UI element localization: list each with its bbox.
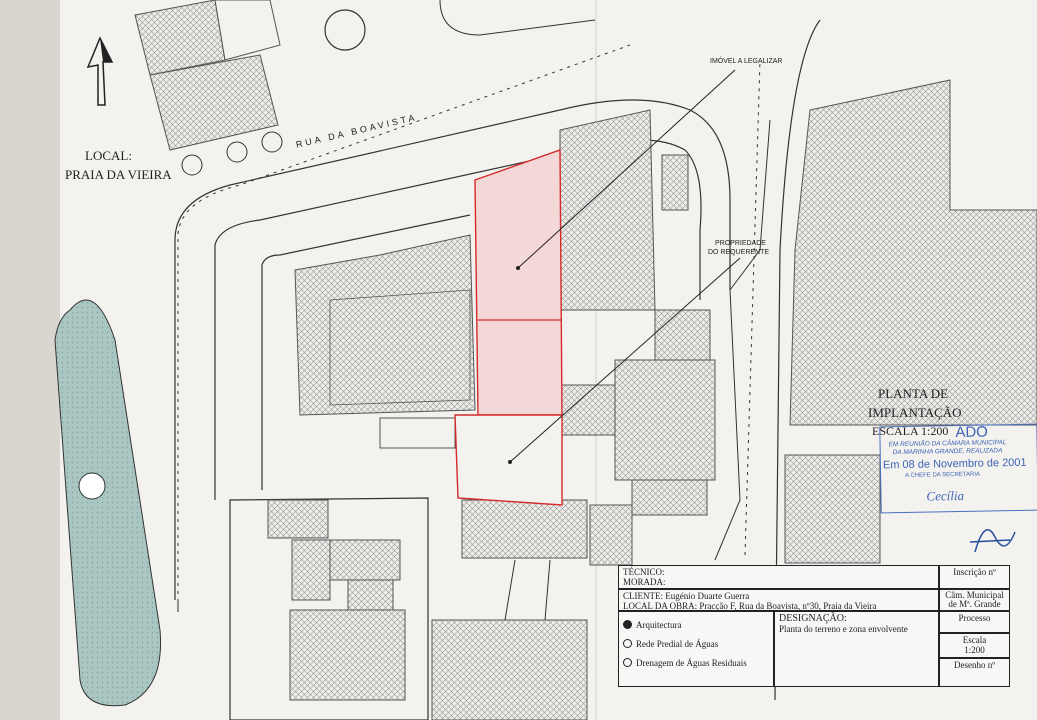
- right-road-curb: [714, 119, 771, 561]
- radio-empty-icon: [623, 639, 632, 648]
- checkbox-drenagem[interactable]: Drenagem de Águas Residuais: [623, 658, 769, 668]
- tecnico-cell: TÉCNICO: MORADA:: [619, 566, 939, 589]
- block-top-left: [134, 0, 281, 151]
- checkbox-label: Drenagem de Águas Residuais: [636, 658, 747, 668]
- escala-label: Escala: [962, 635, 987, 645]
- central-block: [294, 109, 716, 566]
- checkbox-label: Arquitectura: [636, 620, 682, 630]
- leader-line-1: [517, 69, 736, 269]
- checkbox-label: Rede Predial de Águas: [636, 639, 719, 649]
- leader-line-2: [509, 257, 741, 463]
- tree-3: [261, 131, 283, 153]
- paper-fold: [595, 0, 597, 720]
- location-value: PRAIA DA VIEIRA: [65, 167, 172, 182]
- plan-scale: ESCALA 1:200: [872, 424, 949, 438]
- desenho-label: Desenho nº: [953, 660, 996, 670]
- street-outer: [174, 99, 731, 600]
- roundabout: [324, 9, 366, 51]
- designacao-value: Planta do terreno e zona envolvente: [779, 624, 908, 634]
- tecnico-label: TÉCNICO:: [623, 567, 665, 577]
- stamp-line4: Em 08 de Novembro de 2001: [882, 456, 1027, 472]
- camara-line2: de Mª. Grande: [948, 599, 1001, 609]
- escala-cell: Escala 1:200: [939, 633, 1009, 658]
- tree-1: [181, 154, 203, 176]
- client-value: CLIENTE: Eugénio Duarte Guerra: [623, 591, 750, 601]
- radio-filled-icon: [623, 620, 632, 629]
- work-location-value: LOCAL DA OBRA: Pracção F, Rua da Boavist…: [623, 601, 877, 611]
- plan-title-line2: IMPLANTAÇÃO: [868, 405, 962, 420]
- annotation-property-to-legalize: IMÓVEL A LEGALIZAR: [710, 58, 783, 65]
- processo-label: Processo: [958, 613, 991, 623]
- bottom-block: [229, 497, 588, 720]
- camara-line1: Câm. Municipal: [945, 590, 1004, 600]
- camara-cell: Câm. Municipal de Mª. Grande: [939, 589, 1009, 611]
- stamp-line3: DA MARINHA GRANDE, REALIZADA: [892, 447, 1003, 457]
- stamp-line1: ADO: [955, 423, 989, 442]
- stamp-line5: A CHEFE DA SECRETARIA: [905, 471, 981, 479]
- street-dashed: [177, 44, 631, 610]
- north-arrow-icon: [86, 36, 114, 106]
- signature-mark: [969, 528, 1016, 553]
- checkbox-arquitectura[interactable]: Arquitectura: [623, 620, 769, 630]
- block-curb: [261, 214, 471, 490]
- designacao-label: DESIGNAÇÃO:: [779, 613, 847, 624]
- client-cell: CLIENTE: Eugénio Duarte Guerra LOCAL DA …: [619, 589, 939, 611]
- morada-label: MORADA:: [623, 577, 666, 587]
- right-block: [784, 79, 1037, 564]
- checkbox-cell: Arquitectura Rede Predial de Águas Drena…: [619, 611, 774, 686]
- water-feature: [54, 299, 162, 707]
- designacao-cell: DESIGNAÇÃO: Planta do terreno e zona env…: [774, 611, 939, 686]
- right-road-dash: [744, 59, 761, 556]
- location-label: LOCAL:: [85, 148, 132, 163]
- checkbox-rede-predial[interactable]: Rede Predial de Águas: [623, 639, 769, 649]
- inscricao-cell: Inscrição nº: [939, 566, 1009, 589]
- title-block: TÉCNICO: MORADA: Inscrição nº CLIENTE: E…: [618, 565, 1010, 687]
- tree-2: [226, 141, 248, 163]
- annotation-owner-line2: DO REQUERENTE: [708, 249, 770, 256]
- top-curb: [439, 0, 596, 36]
- desenho-cell: Desenho nº: [939, 658, 1009, 686]
- processo-cell: Processo: [939, 611, 1009, 633]
- stamp-signature: Cecília: [926, 487, 965, 504]
- plan-title-line1: PLANTA DE: [878, 386, 949, 401]
- radio-empty-icon: [623, 658, 632, 667]
- property-highlight: [454, 149, 563, 506]
- escala-value: 1:200: [964, 645, 985, 655]
- approval-stamp: ADO EM REUNIÃO DA CÂMARA MUNICIPAL DA MA…: [879, 423, 1037, 514]
- inscricao-label: Inscrição nº: [953, 567, 996, 577]
- annotation-owner-line1: PROPRIEDADE: [715, 240, 766, 247]
- right-road-left: [774, 19, 821, 701]
